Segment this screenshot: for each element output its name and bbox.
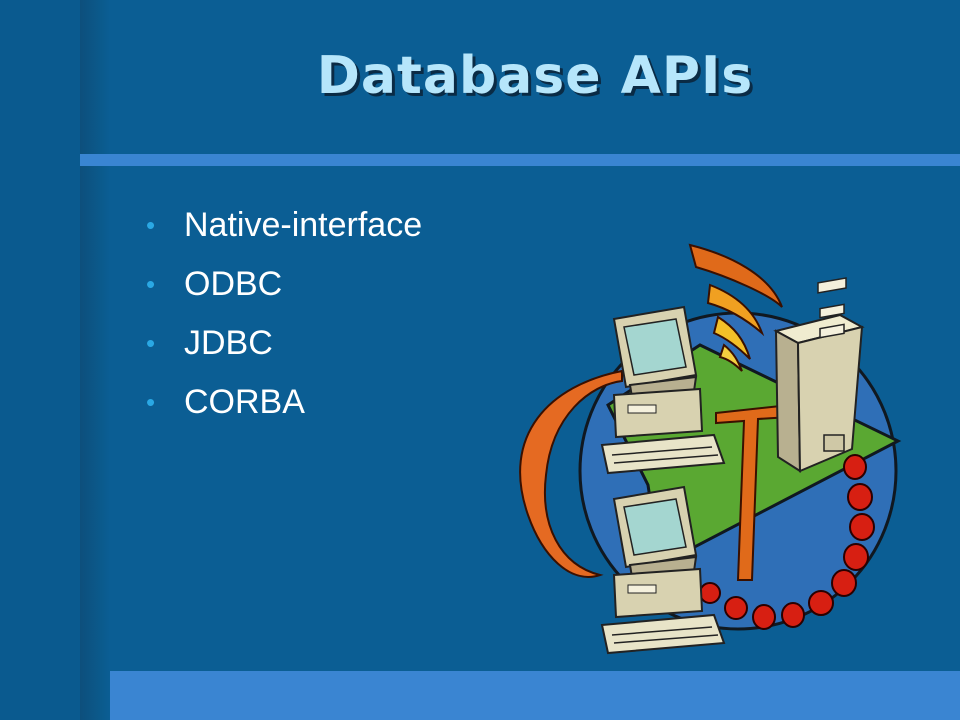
slide-left-band bbox=[0, 0, 80, 720]
bullet-dot: • bbox=[146, 269, 156, 299]
bullet-dot: • bbox=[146, 328, 156, 358]
bullet-text: CORBA bbox=[184, 383, 305, 421]
bullet-dot: • bbox=[146, 387, 156, 417]
bullet-item: • CORBA bbox=[146, 385, 422, 419]
server-tower-icon bbox=[773, 277, 865, 473]
bullet-text: Native-interface bbox=[184, 206, 423, 244]
footer-bar bbox=[110, 671, 960, 720]
desktop-computer-icon bbox=[600, 305, 726, 475]
slide-left-shadow bbox=[80, 0, 110, 720]
bullet-text: JDBC bbox=[184, 324, 273, 362]
slide-title: Database APIs bbox=[316, 46, 754, 106]
network-computers-clipart bbox=[519, 243, 902, 655]
signal-arc-left bbox=[519, 369, 623, 578]
red-bead-chain bbox=[699, 454, 875, 630]
title-underline-bar bbox=[80, 154, 960, 166]
desktop-computer-icon bbox=[600, 485, 726, 655]
bullet-dot: • bbox=[146, 210, 156, 240]
wireless-signal-icon bbox=[688, 243, 783, 372]
bullet-text: ODBC bbox=[184, 265, 283, 303]
bullet-item: • ODBC bbox=[146, 267, 422, 301]
bullet-item: • Native-interface bbox=[146, 208, 422, 242]
bullet-list: • Native-interface • ODBC • JDBC • CORBA bbox=[146, 208, 422, 444]
bullet-item: • JDBC bbox=[146, 326, 422, 360]
